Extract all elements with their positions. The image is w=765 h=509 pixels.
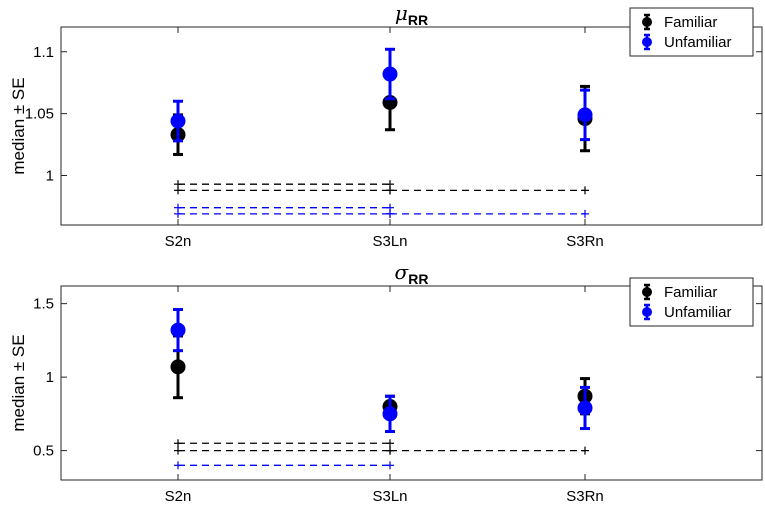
y-tick-label: 1: [46, 369, 54, 386]
chart-title: σRR: [395, 260, 429, 287]
data-point: [382, 406, 398, 422]
legend-label: Unfamiliar: [664, 34, 732, 51]
x-tick-label: S3Rn: [566, 233, 604, 250]
data-point: [170, 359, 186, 375]
data-point: [170, 113, 186, 129]
data-point: [382, 66, 398, 82]
x-tick-label: S3Rn: [566, 488, 604, 505]
legend-label: Unfamiliar: [664, 304, 732, 321]
data-point: [577, 400, 593, 416]
legend-box: [629, 7, 754, 57]
data-point: [170, 322, 186, 338]
legend-marker-dot: [642, 287, 652, 297]
y-tick-label: 1.5: [33, 296, 54, 313]
axes-box: [60, 26, 763, 226]
x-tick-label: S3Ln: [372, 488, 407, 505]
legend-label: Familiar: [664, 14, 717, 31]
y-tick-label: 1.05: [25, 106, 54, 123]
legend-box: [629, 277, 754, 327]
legend-marker-dot: [642, 307, 652, 317]
x-tick-label: S3Ln: [372, 233, 407, 250]
y-tick-label: 0.5: [33, 443, 54, 460]
legend-marker-dot: [642, 17, 652, 27]
legend-marker-dot: [642, 37, 652, 47]
axes-box: [60, 285, 763, 481]
chart-title: μRR: [395, 1, 428, 28]
y-tick-label: 1.1: [33, 44, 54, 61]
x-tick-label: S2n: [165, 233, 192, 250]
y-axis-label: median ± SE: [9, 77, 28, 174]
y-tick-label: 1: [46, 168, 54, 185]
x-tick-label: S2n: [165, 488, 192, 505]
y-axis-label: median ± SE: [9, 334, 28, 431]
data-point: [577, 107, 593, 123]
legend-label: Familiar: [664, 284, 717, 301]
